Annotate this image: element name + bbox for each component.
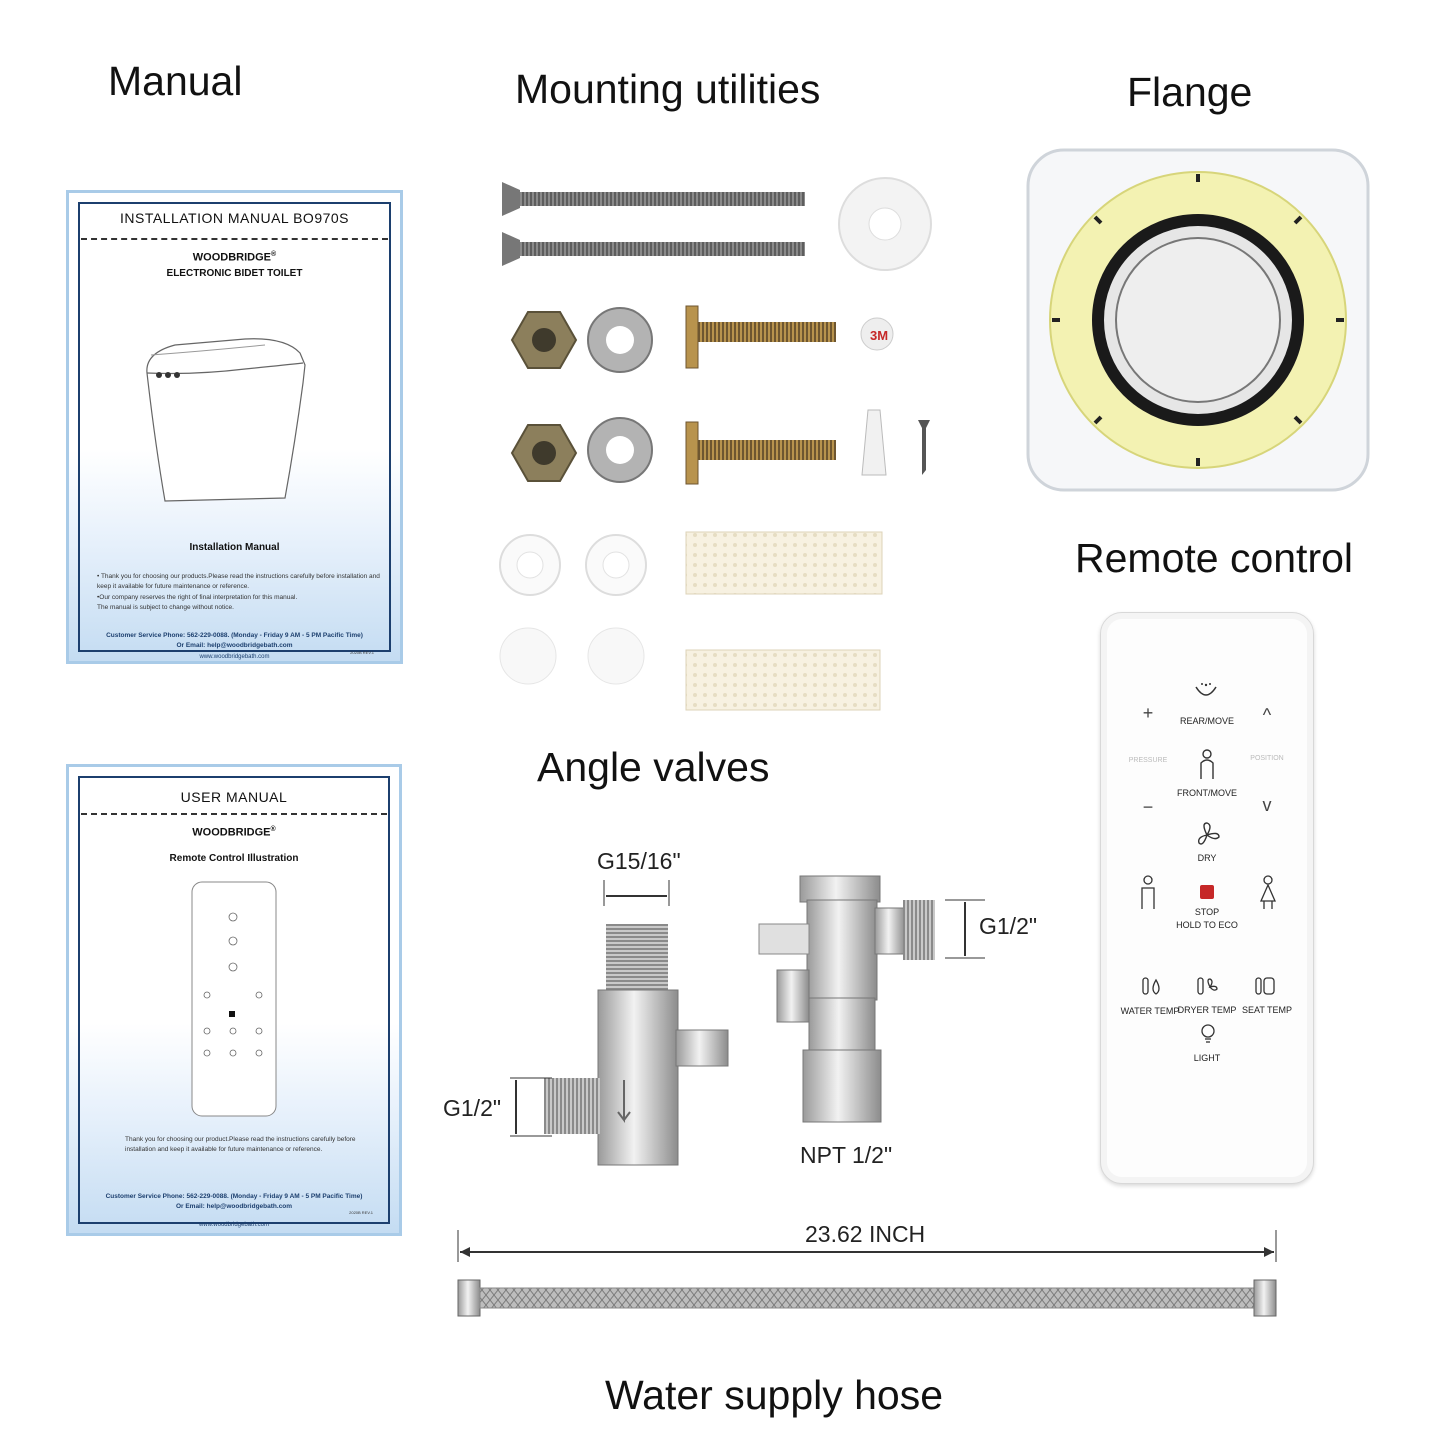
water-supply-hose	[457, 1230, 1277, 1317]
water-supply-hose-label: Water supply hose	[605, 1372, 944, 1418]
manual-label: Manual	[108, 58, 243, 104]
svg-text:3M: 3M	[870, 328, 888, 343]
brand-name: WOODBRIDGE®	[69, 251, 400, 264]
position-down-button[interactable]: v	[1262, 795, 1272, 815]
revision: 2020B REV.1	[349, 1210, 373, 1215]
angle-valve-tee	[510, 880, 729, 1166]
water-temp-button[interactable]: WATER TEMP	[1120, 1006, 1180, 1016]
brand-name: WOODBRIDGE®	[69, 826, 399, 839]
flange-label: Flange	[1127, 69, 1253, 115]
manual-bullet-1: • Thank you for choosing our products.Pl…	[97, 573, 380, 590]
product-subtitle: ELECTRONIC BIDET TOILET	[166, 268, 303, 279]
light-button[interactable]: LIGHT	[1193, 1053, 1221, 1063]
front-move-button[interactable]: FRONT/MOVE	[1177, 788, 1237, 798]
seat-temp-icon	[1255, 977, 1275, 995]
mounting-hardware: 3M	[499, 177, 932, 711]
brand-text: WOODBRIDGE	[192, 251, 272, 264]
user-manual: USER MANUAL WOODBRIDGE® Remote Control I…	[66, 764, 402, 1236]
manual-frame	[78, 202, 391, 652]
user-male-icon	[1141, 875, 1155, 909]
angle-valve-elbow	[758, 875, 985, 1123]
position-up-button[interactable]: ^	[1262, 705, 1272, 725]
rear-wash-icon	[1195, 683, 1217, 696]
long-screw	[502, 182, 805, 216]
mounting-utilities-label: Mounting utilities	[515, 66, 821, 112]
manual-heading: Installation Manual	[189, 542, 280, 553]
registered-mark: ®	[270, 826, 276, 833]
manual-bullet-2: •Our company reserves the right of final…	[97, 594, 298, 601]
pressure-minus-button[interactable]: −	[1142, 797, 1154, 817]
user-manual-subtitle: Remote Control Illustration	[169, 853, 299, 864]
stop-label: STOP	[1194, 907, 1220, 917]
manual-frame	[78, 776, 390, 1224]
seat-temp-button[interactable]: SEAT TEMP	[1241, 1005, 1293, 1015]
remote-control: + ^ PRESSURE POSITION − v REAR/MOVE FRON…	[1100, 612, 1314, 1184]
hold-to-eco-label: HOLD TO ECO	[1176, 920, 1238, 930]
user-female-icon	[1260, 875, 1276, 909]
water-temp-icon	[1142, 977, 1160, 995]
user-manual-note: Thank you for choosing our product.Pleas…	[125, 1136, 356, 1153]
long-screw	[502, 232, 805, 266]
customer-service-phone: Customer Service Phone: 562-229-0088. (M…	[105, 1193, 363, 1200]
installation-manual-title: INSTALLATION MANUAL BO970S	[119, 210, 350, 226]
side-thread-size-right: G1/2"	[979, 913, 1038, 939]
divider	[81, 813, 387, 815]
rear-move-button[interactable]: REAR/MOVE	[1179, 716, 1235, 726]
dryer-temp-icon	[1197, 977, 1218, 995]
revision: 2020B REV.1	[350, 650, 374, 655]
angle-valves-label: Angle valves	[537, 744, 770, 790]
brand-text: WOODBRIDGE	[192, 826, 271, 839]
stop-button[interactable]	[1200, 885, 1214, 899]
hose-length: 23.62 INCH	[805, 1221, 926, 1247]
dry-fan-icon	[1197, 822, 1220, 845]
remote-illustration	[191, 881, 277, 1117]
pressure-label: PRESSURE	[1128, 757, 1168, 764]
dry-button[interactable]: DRY	[1197, 853, 1217, 863]
divider	[81, 238, 388, 240]
position-label: POSITION	[1250, 755, 1284, 762]
toilet-illustration	[146, 338, 306, 502]
bottom-thread-size: NPT 1/2"	[800, 1142, 893, 1168]
website: www.woodbridgebath.com	[198, 1222, 270, 1228]
light-bulb-icon	[1201, 1024, 1215, 1043]
customer-service-email: Or Email: help@woodbridgebath.com	[175, 1203, 293, 1210]
remote-control-label: Remote control	[1075, 535, 1354, 581]
registered-mark: ®	[271, 251, 277, 258]
user-manual-title: USER MANUAL	[180, 789, 288, 805]
customer-service-email: Or Email: help@woodbridgebath.com	[176, 642, 293, 649]
dryer-temp-button[interactable]: DRYER TEMP	[1177, 1005, 1237, 1015]
flange-wax-ring	[1026, 148, 1370, 492]
pressure-plus-button[interactable]: +	[1142, 703, 1154, 723]
website: www.woodbridgebath.com	[199, 654, 270, 660]
top-thread-size: G15/16"	[597, 848, 681, 874]
installation-manual: INSTALLATION MANUAL BO970S WOODBRIDGE® E…	[66, 190, 403, 664]
side-thread-size-left: G1/2"	[443, 1095, 502, 1121]
front-wash-icon	[1200, 749, 1214, 779]
manual-bullet-3: The manual is subject to change without …	[97, 604, 234, 611]
customer-service-phone: Customer Service Phone: 562-229-0088. (M…	[106, 632, 363, 639]
